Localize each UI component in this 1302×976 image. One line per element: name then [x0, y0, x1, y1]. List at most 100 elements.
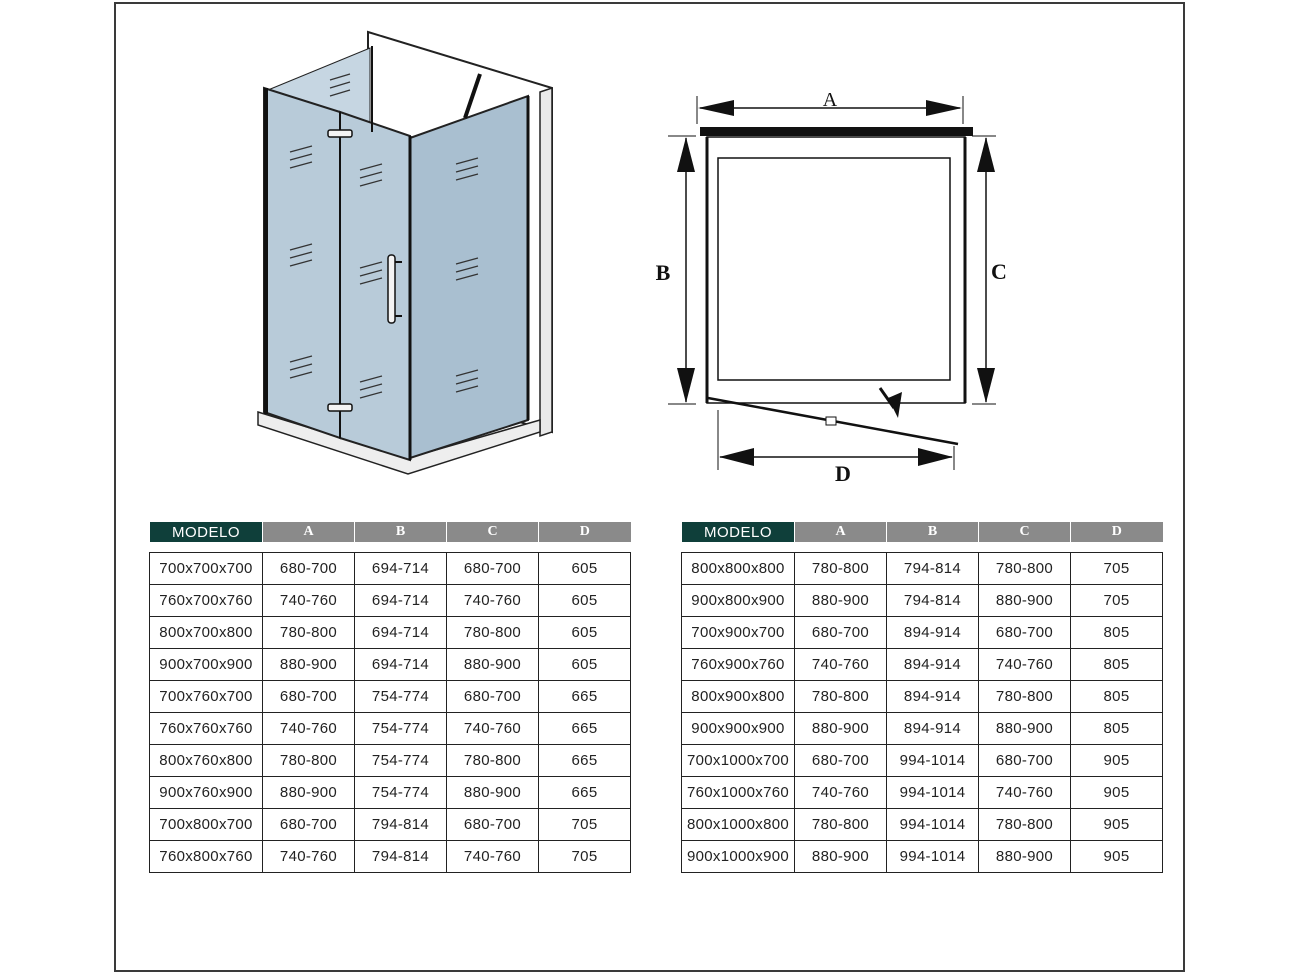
dimension-cell: 680-700 — [978, 616, 1071, 649]
dimension-cell: 780-800 — [446, 616, 539, 649]
dimension-cell: 740-760 — [978, 776, 1071, 809]
dimension-cell: 705 — [1070, 584, 1163, 617]
dimension-cell: 740-760 — [446, 840, 539, 873]
dimension-cell: 894-914 — [886, 648, 979, 681]
dimension-cell: 740-760 — [794, 648, 887, 681]
model-cell: 760x700x760 — [149, 584, 263, 617]
column-header-a: A — [794, 522, 887, 542]
plan-view-diagram: A B C D — [656, 89, 1007, 486]
dimension-cell: 880-900 — [794, 712, 887, 745]
dimension-cell: 794-814 — [354, 808, 447, 841]
column-header-b: B — [354, 522, 447, 542]
dimension-cell: 740-760 — [446, 712, 539, 745]
model-cell: 900x700x900 — [149, 648, 263, 681]
dimension-cell: 680-700 — [446, 680, 539, 713]
model-cell: 700x760x700 — [149, 680, 263, 713]
column-header-d: D — [538, 522, 631, 542]
dimension-cell: 794-814 — [886, 584, 979, 617]
dimension-cell: 805 — [1070, 648, 1163, 681]
model-cell: 760x800x760 — [149, 840, 263, 873]
dimension-cell: 880-900 — [794, 584, 887, 617]
dimension-cell: 880-900 — [794, 840, 887, 873]
model-cell: 900x1000x900 — [681, 840, 795, 873]
dimension-cell: 705 — [538, 808, 631, 841]
dimension-cell: 605 — [538, 584, 631, 617]
dimension-cell: 794-814 — [354, 840, 447, 873]
dimension-cell: 740-760 — [446, 584, 539, 617]
dimension-cell: 880-900 — [978, 584, 1071, 617]
dimension-cell: 694-714 — [354, 584, 447, 617]
dimension-cell: 780-800 — [978, 808, 1071, 841]
dimension-cell: 905 — [1070, 840, 1163, 873]
dimension-cell: 754-774 — [354, 776, 447, 809]
model-cell: 760x900x760 — [681, 648, 795, 681]
dimension-cell: 680-700 — [262, 680, 355, 713]
model-cell: 760x760x760 — [149, 712, 263, 745]
column-header-modelo: MODELO — [149, 522, 263, 542]
model-cell: 800x800x800 — [681, 552, 795, 585]
dimension-cell: 680-700 — [446, 808, 539, 841]
dimension-cell: 705 — [538, 840, 631, 873]
dimension-cell: 665 — [538, 776, 631, 809]
dimension-cell: 780-800 — [794, 680, 887, 713]
model-cell: 800x760x800 — [149, 744, 263, 777]
dimension-cell: 894-914 — [886, 712, 979, 745]
dimension-cell: 780-800 — [446, 744, 539, 777]
column-header-c: C — [446, 522, 539, 542]
dimension-cell: 905 — [1070, 808, 1163, 841]
dimension-cell: 880-900 — [262, 776, 355, 809]
dimension-cell: 740-760 — [262, 712, 355, 745]
dimension-cell: 994-1014 — [886, 840, 979, 873]
dimension-cell: 605 — [538, 648, 631, 681]
dimension-cell: 665 — [538, 712, 631, 745]
dimension-cell: 880-900 — [262, 648, 355, 681]
model-cell: 700x700x700 — [149, 552, 263, 585]
dimension-cell: 694-714 — [354, 552, 447, 585]
dimension-cell: 605 — [538, 616, 631, 649]
dimension-cell: 994-1014 — [886, 744, 979, 777]
dimension-label-b: B — [656, 260, 671, 285]
dimension-cell: 805 — [1070, 616, 1163, 649]
column-header-modelo: MODELO — [681, 522, 795, 542]
model-cell: 900x760x900 — [149, 776, 263, 809]
dimension-cell: 680-700 — [978, 744, 1071, 777]
dimension-label-c: C — [991, 259, 1007, 284]
dimension-cell: 805 — [1070, 680, 1163, 713]
dimension-cell: 694-714 — [354, 616, 447, 649]
dimension-cell: 680-700 — [262, 808, 355, 841]
dimension-cell: 805 — [1070, 712, 1163, 745]
dimension-label-a: A — [823, 89, 838, 111]
dimension-cell: 680-700 — [794, 744, 887, 777]
dimension-cell: 705 — [1070, 552, 1163, 585]
dimension-cell: 754-774 — [354, 744, 447, 777]
model-cell: 700x900x700 — [681, 616, 795, 649]
dimension-cell: 880-900 — [446, 776, 539, 809]
dimension-cell: 905 — [1070, 744, 1163, 777]
column-header-d: D — [1070, 522, 1163, 542]
model-cell: 800x700x800 — [149, 616, 263, 649]
dimension-cell: 740-760 — [262, 840, 355, 873]
dimension-cell: 680-700 — [794, 616, 887, 649]
column-header-b: B — [886, 522, 979, 542]
dimension-cell: 665 — [538, 680, 631, 713]
dimension-cell: 780-800 — [978, 680, 1071, 713]
dimension-cell: 754-774 — [354, 680, 447, 713]
dimension-cell: 780-800 — [794, 552, 887, 585]
dimension-cell: 740-760 — [978, 648, 1071, 681]
model-cell: 760x1000x760 — [681, 776, 795, 809]
